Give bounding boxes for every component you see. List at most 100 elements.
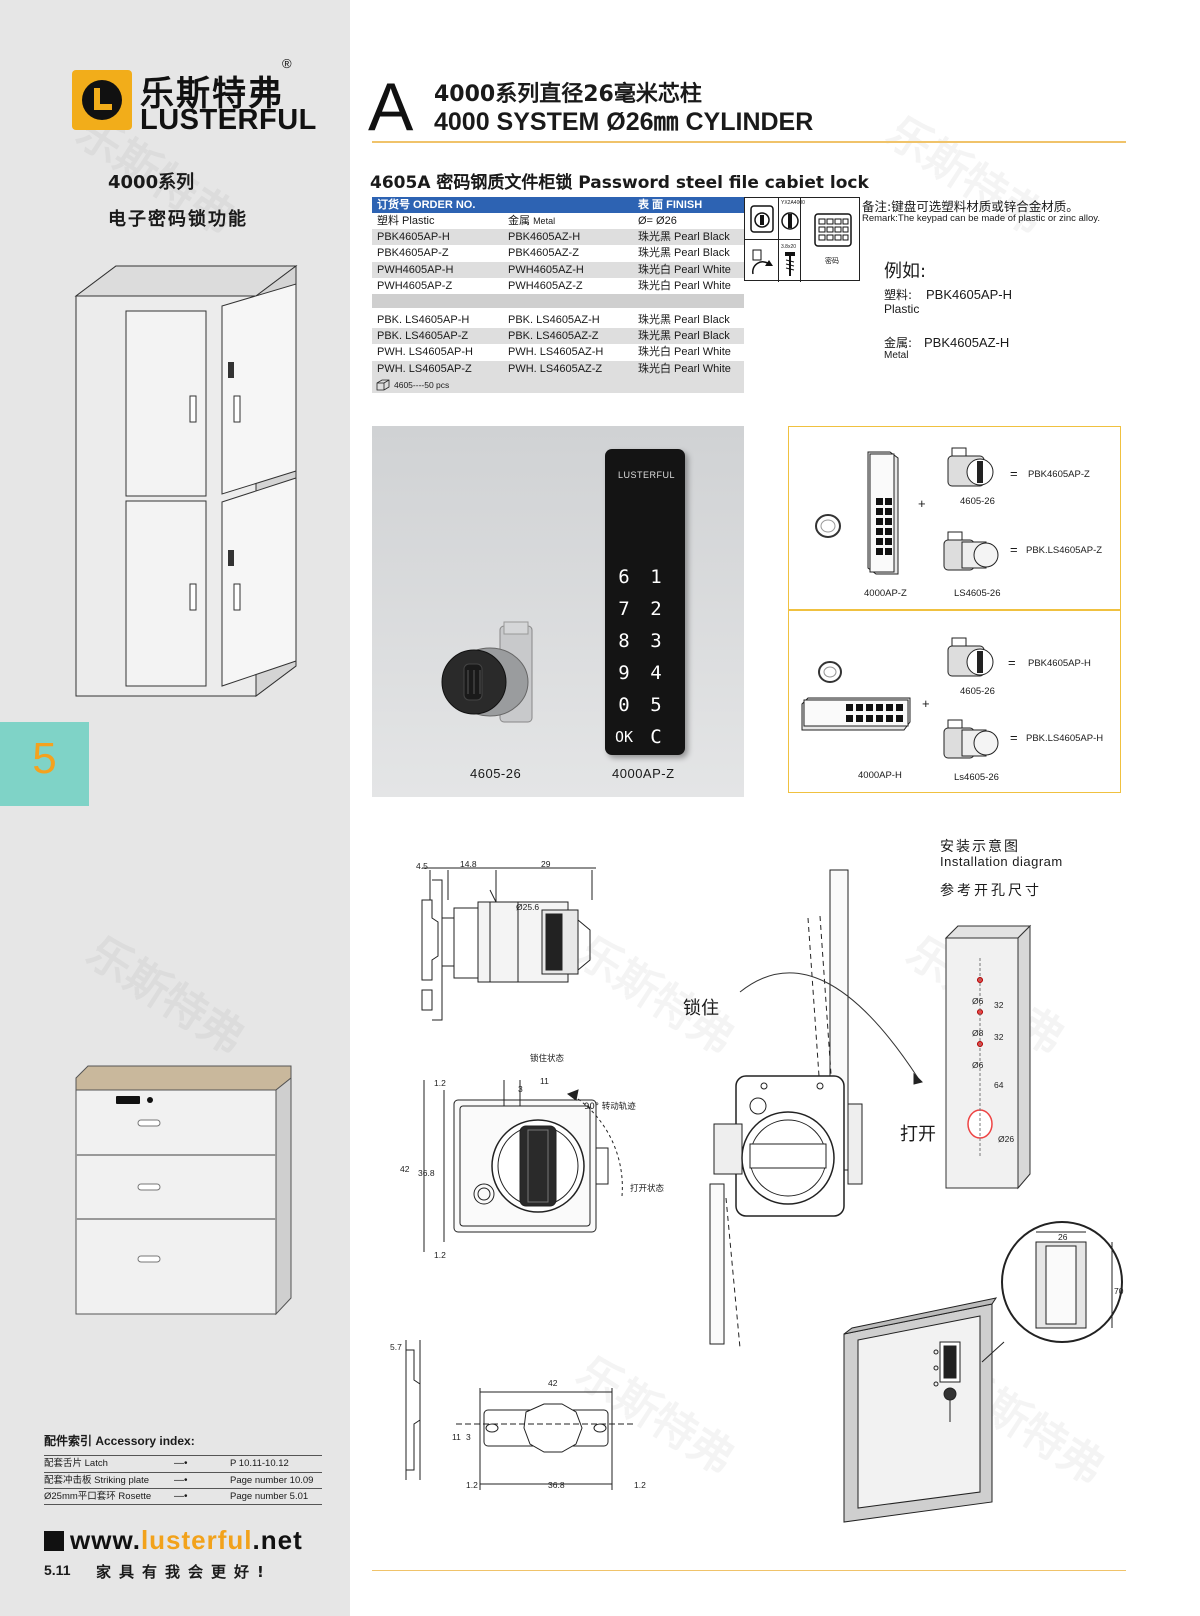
hole-dimension: Ø6	[972, 996, 984, 1006]
website-link[interactable]: www.lusterful.net	[44, 1525, 303, 1556]
remark-en: Remark:The keypad can be made of plastic…	[862, 213, 1100, 224]
accessory-name: 配套冲击板 Striking plate	[44, 1474, 150, 1486]
order-table: 订货号 ORDER NO. 表 面 FINISH 塑料 Plastic 金属 M…	[372, 197, 744, 393]
keypad-icon	[814, 213, 852, 247]
box-icon	[376, 379, 390, 391]
dimension-label: 5.7	[390, 1342, 402, 1352]
arrow-right-icon: —•	[174, 1474, 188, 1486]
finish: 珠光白 Pearl White	[638, 346, 731, 359]
hole-dimension: Ø6	[972, 1060, 984, 1070]
series-label: 4000系列	[108, 172, 195, 193]
combo-result-code: PBK4605AP-H	[1028, 658, 1091, 669]
plastic-code: PBK4605AP-Z	[377, 247, 449, 260]
example-plastic-en: Plastic	[884, 302, 920, 316]
rotation-label: 90° 转动轨迹	[584, 1102, 636, 1112]
metal-code: PBK. LS4605AZ-H	[508, 313, 600, 326]
page-tab	[0, 722, 89, 806]
equals-sign: =	[1010, 542, 1018, 557]
example-metal-code: PBK4605AZ-H	[924, 335, 1010, 350]
arrow-right-icon: —•	[174, 1491, 188, 1502]
plus-sign: +	[922, 696, 930, 711]
keypad-key: 3	[650, 630, 662, 652]
plastic-column-label: 塑料 Plastic	[377, 215, 435, 227]
table-row: PWH4605AP-Z PWH4605AZ-Z 珠光白 Pearl White	[372, 278, 744, 294]
vertical-keypad-drawing	[815, 451, 899, 575]
cylinder-label: 4605-26	[470, 766, 522, 781]
cylinder-front-icon	[781, 212, 799, 230]
screw-icon	[785, 252, 795, 276]
material-row: 塑料 Plastic 金属 Metal Ø= Ø26	[372, 213, 744, 229]
metal-code: PBK. LS4605AZ-Z	[508, 330, 599, 343]
combo-keypad-label: 4000AP-Z	[864, 588, 907, 599]
keypad-brand: LUSTERFUL	[618, 470, 676, 480]
hole-spacing: 32	[994, 1000, 1004, 1010]
example-metal-en: Metal	[884, 350, 909, 361]
metal-en: Metal	[533, 216, 556, 226]
plastic-code: PWH4605AP-Z	[377, 279, 453, 292]
keypad-key: 4	[650, 662, 662, 684]
table-row: PWH. LS4605AP-H PWH. LS4605AZ-H 珠光白 Pear…	[372, 344, 744, 360]
table-row: PBK. LS4605AP-Z PBK. LS4605AZ-Z 珠光黑 Pear…	[372, 328, 744, 345]
dimension-label: 42	[400, 1164, 410, 1174]
dimension-label: 1.2	[466, 1480, 478, 1490]
finish-header: 表 面 FINISH	[638, 199, 703, 211]
locked-state-label: 锁住状态	[530, 1054, 565, 1064]
website-prefix: www.	[70, 1525, 141, 1555]
hole-dimension: Ø26	[998, 1134, 1015, 1144]
keypad-key: 8	[618, 630, 630, 652]
watermark: 乐斯特弗	[877, 97, 1059, 247]
header-divider	[372, 141, 1126, 143]
lock-cylinder-image	[441, 621, 533, 723]
installation-lock-drawing	[709, 869, 923, 1349]
left-sidebar	[0, 0, 350, 1616]
rotation-icon	[752, 249, 773, 275]
accessory-index-title: 配件索引 Accessory index:	[44, 1434, 195, 1448]
dimension-label: 36.8	[548, 1480, 565, 1490]
packing-row: 4605----50 pcs	[372, 376, 744, 393]
keypad-key: 5	[650, 694, 662, 716]
keypad-key: 2	[650, 598, 662, 620]
accessory-reference: Page number 5.01	[230, 1491, 309, 1502]
open-state-label: 打开状态	[630, 1184, 665, 1194]
dimension-label: 1.2	[434, 1078, 446, 1088]
cabinet-door-installation-drawing	[843, 1221, 1123, 1523]
accessory-reference: Page number 10.09	[230, 1474, 314, 1486]
website-suffix: .net	[252, 1525, 303, 1555]
dimension-label: 36.8	[418, 1168, 435, 1178]
spec-icon-grid: YX2A4000 3.8x20 密码	[744, 197, 860, 282]
arrow-right-icon: —•	[174, 1458, 188, 1469]
hole-size-reference: 参考开孔尺寸	[940, 883, 1042, 899]
brand-name-cn: 乐斯特弗	[140, 74, 284, 114]
table-row: PBK4605AP-H PBK4605AZ-H 珠光黑 Pearl Black	[372, 229, 744, 246]
dimension-label: 1.2	[634, 1480, 646, 1490]
brand-name-en: LUSTERFUL	[140, 104, 317, 136]
section-title-en: 4000 SYSTEM Ø26㎜ CYLINDER	[434, 108, 814, 136]
table-row: PBK4605AP-Z PBK4605AZ-Z 珠光黑 Pearl Black	[372, 245, 744, 261]
plastic-code: PWH. LS4605AP-Z	[377, 362, 472, 375]
dimension-label: 1.2	[434, 1250, 446, 1260]
registered-mark: ®	[282, 56, 292, 71]
dimension-label: 3	[518, 1084, 523, 1094]
metal-code: PWH. LS4605AZ-Z	[508, 362, 603, 375]
accessory-row: 配套舌片 Latch —• P 10.11-10.12	[44, 1455, 322, 1472]
plastic-code: PWH4605AP-H	[377, 263, 454, 276]
equals-sign: =	[1008, 655, 1016, 670]
keypad-label: 密码	[825, 258, 839, 265]
finish: 珠光白 Pearl White	[638, 362, 731, 375]
order-table-header: 订货号 ORDER NO. 表 面 FINISH	[372, 197, 744, 213]
accessory-name: 配套舌片 Latch	[44, 1458, 108, 1469]
side-view-drawing	[421, 867, 596, 1021]
front-view-drawing	[423, 1080, 623, 1252]
keypad-key: 7	[618, 598, 630, 620]
cylinder-ls4605-icon	[943, 531, 999, 571]
accessory-index-table: 配套舌片 Latch —• P 10.11-10.12 配套冲击板 Striki…	[44, 1455, 322, 1505]
icon-code-top: YX2A4000	[781, 200, 805, 206]
metal-column-label: 金属 Metal	[508, 213, 555, 229]
page-tab-number: 5	[32, 734, 57, 783]
arrow-icon	[44, 1531, 64, 1551]
combo-result-code: PBK.LS4605AP-Z	[1026, 545, 1103, 556]
section-letter: A	[368, 69, 414, 145]
combo-cylinder-label: Ls4605-26	[954, 772, 999, 783]
combo-cylinder-label: LS4605-26	[954, 588, 1001, 599]
combo-cylinder-label: 4605-26	[960, 686, 995, 697]
